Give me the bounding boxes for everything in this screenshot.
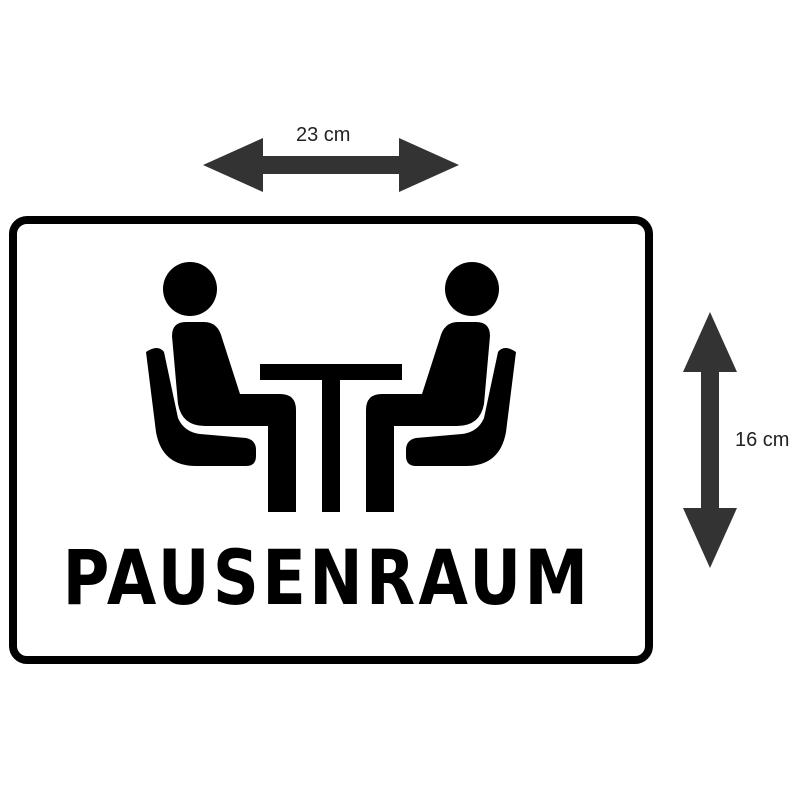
sign-title: PAUSENRAUM bbox=[62, 533, 592, 622]
table-top bbox=[260, 364, 402, 380]
left-person-head bbox=[163, 262, 217, 316]
left-chair bbox=[146, 348, 256, 466]
table-leg bbox=[322, 378, 340, 512]
width-arrow-icon bbox=[203, 138, 459, 192]
height-label: 16 cm bbox=[735, 429, 790, 451]
width-label: 23 cm bbox=[296, 124, 351, 146]
left-person-body bbox=[172, 322, 296, 512]
right-person-body bbox=[366, 322, 490, 512]
right-chair bbox=[406, 348, 516, 466]
height-arrow-icon bbox=[683, 312, 737, 568]
right-person-head bbox=[445, 262, 499, 316]
